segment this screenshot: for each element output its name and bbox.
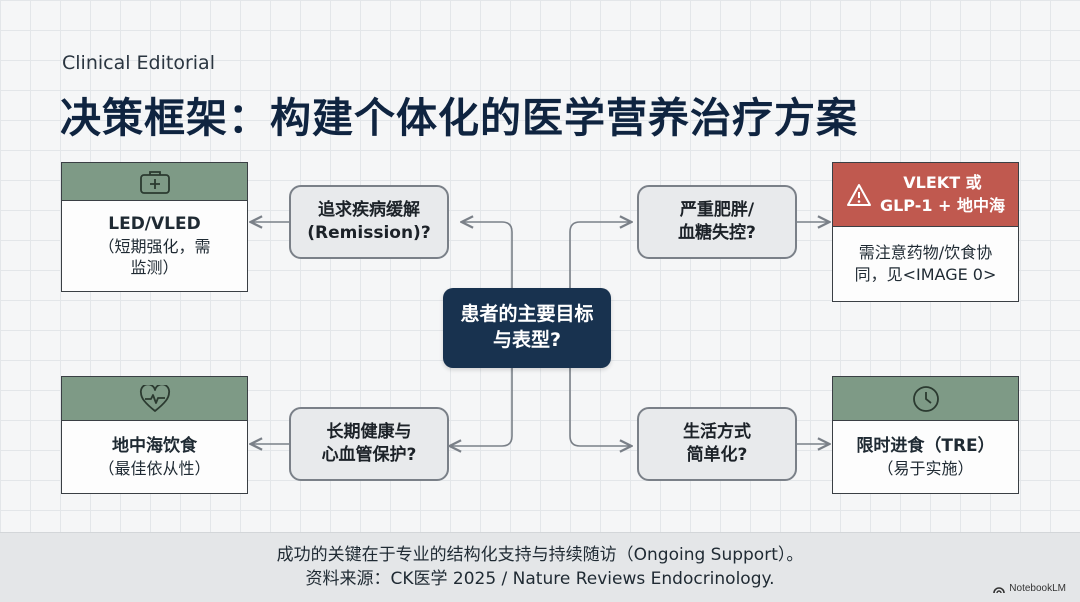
decision-lifestyle-line-1: 生活方式 bbox=[683, 422, 751, 443]
outcome-led-title: LED/VLED bbox=[108, 213, 201, 234]
link-center-remission bbox=[463, 222, 513, 288]
outcome-med-title: 地中海饮食 bbox=[112, 435, 197, 456]
decision-cardio-line-2: 心血管保护? bbox=[321, 445, 417, 465]
outcome-card-led: LED/VLED （短期强化，需 监测） bbox=[61, 162, 248, 292]
decision-lifestyle: 生活方式 简单化? bbox=[637, 407, 797, 481]
decision-cardio-line-1: 长期健康与 bbox=[326, 422, 412, 443]
link-center-obesity bbox=[569, 222, 630, 288]
clock-icon bbox=[912, 385, 939, 412]
decision-remission-line-2: (Remission)? bbox=[307, 223, 431, 243]
warning-icon bbox=[846, 183, 871, 206]
medical-kit-icon bbox=[139, 170, 170, 194]
outcome-card-vlekt: VLEKT 或 GLP-1 + 地中海 需注意药物/饮食协 同，见<IMAGE … bbox=[832, 162, 1019, 302]
outcome-vlekt-head-2: GLP-1 + 地中海 bbox=[879, 195, 1006, 215]
outcome-tre-title: 限时进食（TRE） bbox=[856, 435, 995, 456]
card-head-med bbox=[62, 377, 247, 421]
decision-obesity: 严重肥胖/ 血糖失控? bbox=[637, 185, 797, 259]
outcome-tre-sub-1: （易于实施） bbox=[877, 458, 974, 478]
center-node: 患者的主要目标 与表型? bbox=[443, 288, 611, 368]
decision-obesity-line-2: 血糖失控? bbox=[678, 223, 756, 243]
brand-watermark: NotebookLM bbox=[993, 582, 1066, 596]
center-line-1: 患者的主要目标 bbox=[460, 303, 594, 326]
footer-line-1: 成功的关键在于专业的结构化支持与持续随访（Ongoing Support）。 bbox=[276, 544, 804, 565]
decision-lifestyle-line-2: 简单化? bbox=[686, 445, 748, 465]
card-head-led bbox=[62, 163, 247, 201]
outcome-vlekt-sub-1: 需注意药物/饮食协 bbox=[858, 243, 993, 263]
outcome-med-sub-1: （最佳依从性） bbox=[98, 458, 211, 478]
decision-remission: 追求疾病缓解 (Remission)? bbox=[289, 185, 449, 259]
outcome-led-sub-2: 监测） bbox=[130, 258, 179, 278]
outcome-led-sub-1: （短期强化，需 bbox=[98, 236, 211, 256]
link-center-cardio bbox=[451, 368, 513, 446]
link-center-lifestyle bbox=[569, 368, 630, 446]
outcome-vlekt-head-1: VLEKT 或 bbox=[903, 173, 982, 193]
footer-bar: 成功的关键在于专业的结构化支持与持续随访（Ongoing Support）。 资… bbox=[0, 532, 1080, 602]
card-head-vlekt: VLEKT 或 GLP-1 + 地中海 bbox=[833, 163, 1018, 227]
notebooklm-logo-icon bbox=[993, 586, 1006, 593]
decision-remission-line-1: 追求疾病缓解 bbox=[317, 200, 420, 221]
outcome-card-tre: 限时进食（TRE） （易于实施） bbox=[832, 376, 1019, 494]
page-title: 决策框架：构建个体化的医学营养治疗方案 bbox=[60, 94, 858, 142]
heart-pulse-icon bbox=[139, 384, 170, 412]
outcome-card-med: 地中海饮食 （最佳依从性） bbox=[61, 376, 248, 494]
decision-obesity-line-1: 严重肥胖/ bbox=[679, 200, 755, 221]
eyebrow-label: Clinical Editorial bbox=[62, 52, 215, 74]
decision-cardio: 长期健康与 心血管保护? bbox=[289, 407, 449, 481]
brand-label: NotebookLM bbox=[1009, 583, 1066, 594]
outcome-vlekt-sub-2: 同，见<IMAGE 0> bbox=[854, 265, 997, 284]
card-head-tre bbox=[833, 377, 1018, 421]
center-line-2: 与表型? bbox=[492, 329, 561, 351]
footer-source: 资料来源：CK医学 2025 / Nature Reviews Endocrin… bbox=[305, 568, 775, 589]
